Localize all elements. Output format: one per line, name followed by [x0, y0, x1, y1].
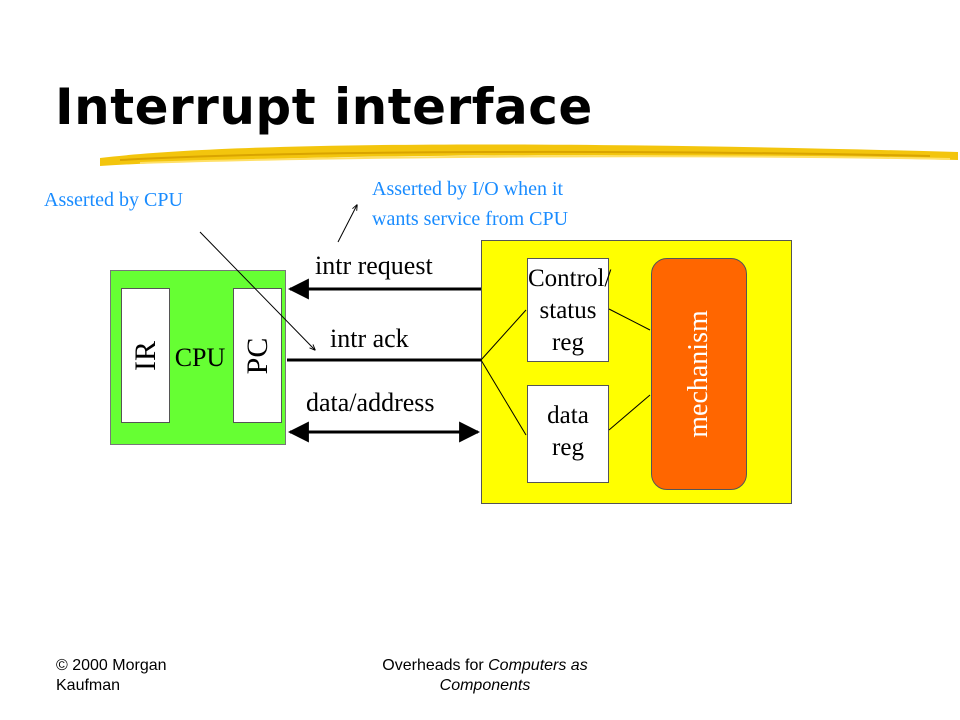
footer-prefix: Overheads for [382, 657, 489, 674]
cpu-note-pointer [199, 231, 315, 350]
ir-register: IR [121, 288, 170, 423]
note-asserted-by-cpu: Asserted by CPU [44, 189, 183, 211]
io-device-block: Control/ status reg data reg mechanism [481, 240, 792, 504]
data-reg-to-mechanism-wire [608, 394, 651, 431]
data-register-label: data reg [547, 402, 589, 461]
mechanism-block: mechanism [651, 258, 747, 490]
note-io-line2: wants service from CPU [372, 208, 569, 230]
pc-register: PC [233, 288, 282, 423]
cpu-label: CPU [174, 343, 226, 372]
footer-course-title: Overheads for Computers as Components [360, 656, 610, 696]
intr-request-label: intr request [315, 251, 433, 280]
io-wire-to-control-reg [480, 309, 527, 361]
intr-ack-label: intr ack [330, 324, 409, 353]
data-register: data reg [527, 385, 609, 483]
cpu-block: IR CPU PC [110, 270, 286, 445]
data-address-label: data/address [306, 388, 435, 417]
note-asserted-by-io: Asserted by I/O when it wants service fr… [372, 174, 568, 234]
footer-book-title: Computers as Components [439, 657, 588, 694]
control-status-register-label: Control/ status reg [528, 265, 612, 356]
control-reg-to-mechanism-wire [608, 308, 651, 331]
slide-title: Interrupt interface [55, 78, 593, 136]
footer-copyright: © 2000 Morgan Kaufman [56, 657, 167, 694]
control-status-register: Control/ status reg [527, 258, 612, 362]
io-note-pointer [337, 205, 357, 243]
note-io-line1: Asserted by I/O when it [372, 178, 564, 200]
io-wire-to-data-reg [480, 359, 527, 436]
